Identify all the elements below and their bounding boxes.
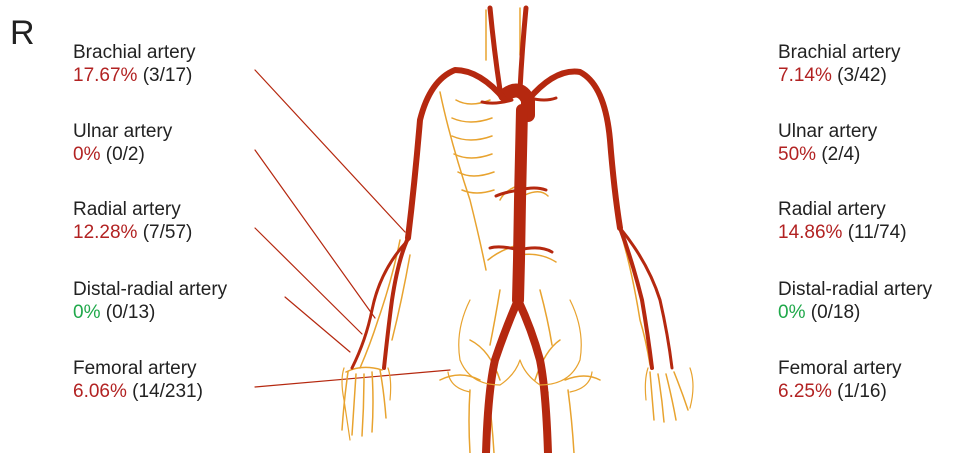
right-entry-distal-radial: Distal-radial artery 0% (0/18)	[778, 279, 932, 325]
leader-line-radial	[255, 228, 362, 334]
leader-line-distal-radial	[285, 297, 350, 352]
leader-line-brachial	[255, 70, 405, 232]
right-entry-femoral: Femoral artery 6.25% (1/16)	[778, 358, 902, 404]
leader-line-femoral	[255, 370, 450, 387]
right-distal-radial-count: (0/18)	[811, 302, 861, 323]
right-entry-brachial: Brachial artery 7.14% (3/42)	[778, 42, 901, 88]
left-distal-radial-percent: 0%	[73, 302, 106, 323]
leader-line-ulnar	[255, 150, 375, 318]
right-femoral-percent: 6.25%	[778, 381, 837, 402]
right-radial-count: (11/74)	[848, 222, 907, 243]
left-radial-name: Radial artery	[73, 199, 192, 222]
right-femoral-name: Femoral artery	[778, 358, 902, 381]
left-distal-radial-name: Distal-radial artery	[73, 279, 227, 302]
left-radial-percent: 12.28%	[73, 222, 143, 243]
right-brachial-name: Brachial artery	[778, 42, 901, 65]
right-radial-name: Radial artery	[778, 199, 907, 222]
right-brachial-percent: 7.14%	[778, 65, 837, 86]
right-entry-ulnar: Ulnar artery 50% (2/4)	[778, 121, 877, 167]
left-entry-radial: Radial artery 12.28% (7/57)	[73, 199, 192, 245]
right-brachial-count: (3/42)	[837, 65, 887, 86]
left-brachial-percent: 17.67%	[73, 65, 143, 86]
right-entry-radial: Radial artery 14.86% (11/74)	[778, 199, 907, 245]
left-ulnar-percent: 0%	[73, 144, 106, 165]
left-entry-femoral: Femoral artery 6.06% (14/231)	[73, 358, 203, 404]
left-brachial-count: (3/17)	[143, 65, 193, 86]
main-arteries	[352, 8, 672, 453]
right-ulnar-count: (2/4)	[821, 144, 860, 165]
right-distal-radial-percent: 0%	[778, 302, 811, 323]
left-ulnar-count: (0/2)	[106, 144, 145, 165]
left-entry-ulnar: Ulnar artery 0% (0/2)	[73, 121, 172, 167]
right-ulnar-name: Ulnar artery	[778, 121, 877, 144]
left-entry-brachial: Brachial artery 17.67% (3/17)	[73, 42, 196, 88]
left-distal-radial-count: (0/13)	[106, 302, 156, 323]
left-radial-count: (7/57)	[143, 222, 193, 243]
right-radial-percent: 14.86%	[778, 222, 848, 243]
left-ulnar-name: Ulnar artery	[73, 121, 172, 144]
right-distal-radial-name: Distal-radial artery	[778, 279, 932, 302]
hand-outlines	[342, 368, 693, 440]
left-entry-distal-radial: Distal-radial artery 0% (0/13)	[73, 279, 227, 325]
right-femoral-count: (1/16)	[837, 381, 887, 402]
left-femoral-percent: 6.06%	[73, 381, 132, 402]
left-brachial-name: Brachial artery	[73, 42, 196, 65]
left-femoral-name: Femoral artery	[73, 358, 203, 381]
left-femoral-count: (14/231)	[132, 381, 203, 402]
right-ulnar-percent: 50%	[778, 144, 821, 165]
